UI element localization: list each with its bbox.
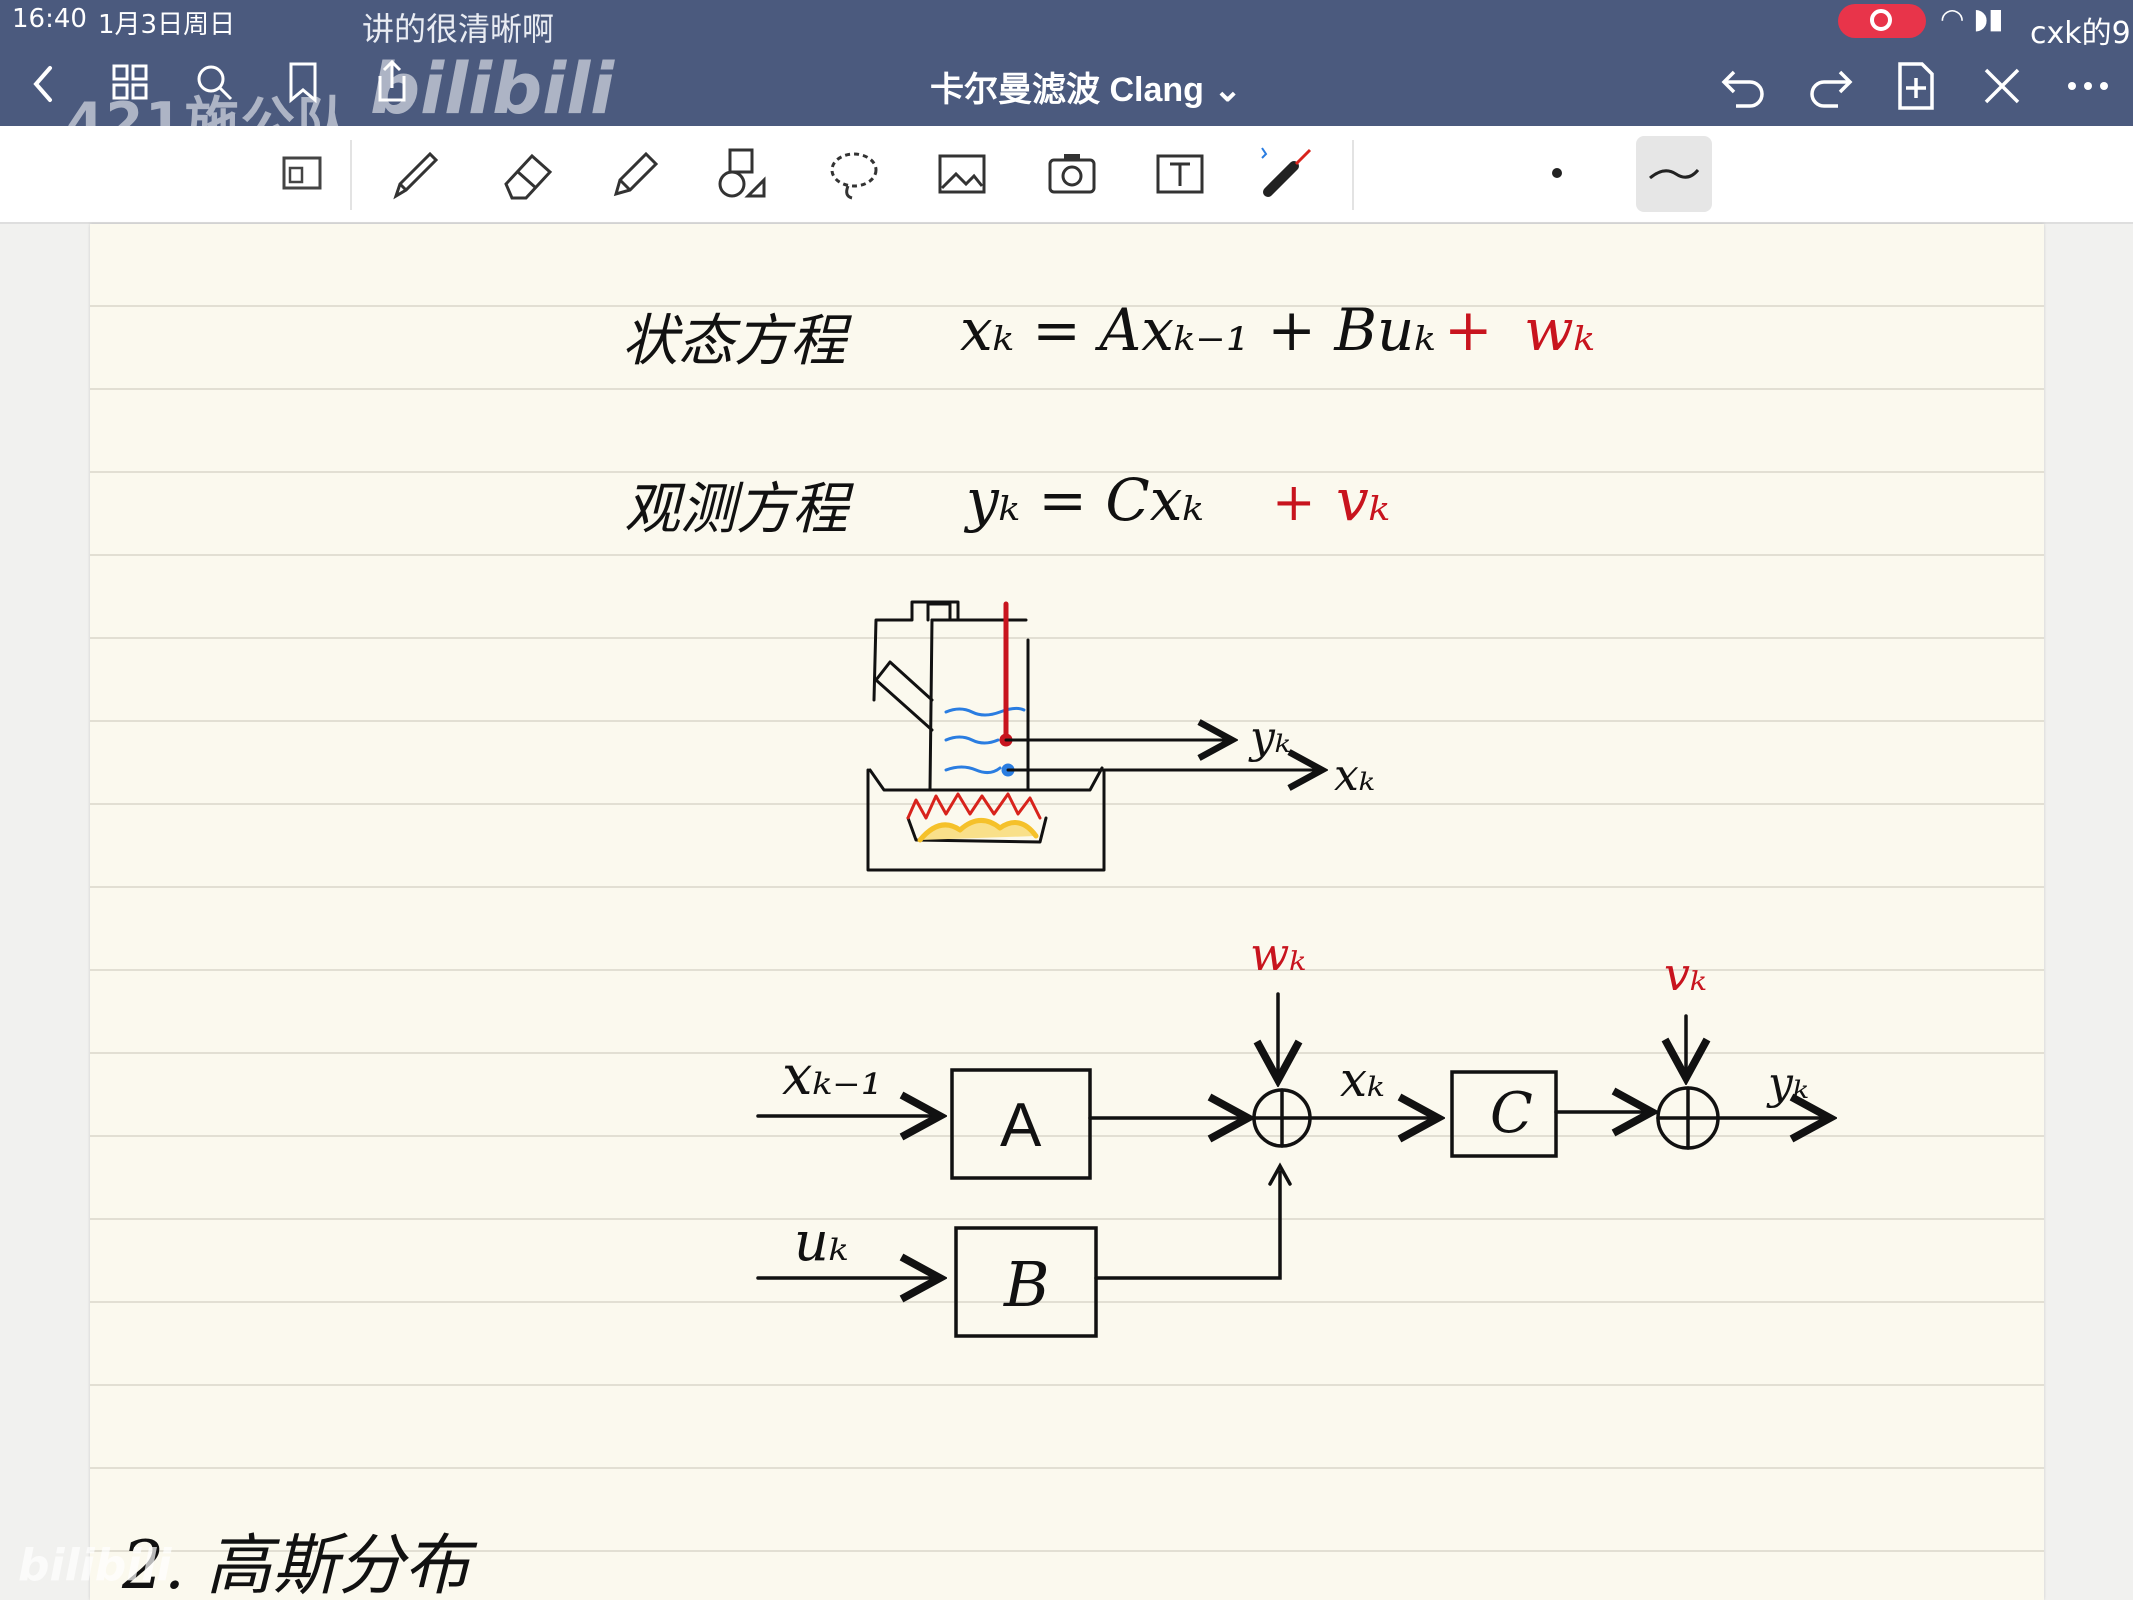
document-title[interactable]: 卡尔曼滤波 Clang ⌄ bbox=[930, 71, 1242, 109]
pen-icon[interactable] bbox=[386, 144, 446, 204]
shapes-icon[interactable] bbox=[714, 144, 774, 204]
camera-icon[interactable] bbox=[1042, 144, 1102, 204]
share-icon[interactable] bbox=[372, 58, 412, 111]
bilibili-watermark-bottom: bilibili bbox=[18, 1540, 172, 1591]
more-icon[interactable] bbox=[2062, 60, 2114, 112]
toolbar-divider bbox=[350, 140, 352, 210]
textbox-icon[interactable] bbox=[1150, 144, 1210, 204]
bilibili-logo: bilibili bbox=[370, 48, 615, 130]
wifi-icon: ◠ ◗▮ bbox=[1940, 2, 2004, 35]
grid-icon[interactable] bbox=[110, 62, 150, 109]
undo-icon[interactable] bbox=[1718, 60, 1770, 112]
back-icon[interactable] bbox=[28, 62, 58, 113]
screen-recording-icon bbox=[1838, 4, 1926, 38]
search-icon[interactable] bbox=[194, 62, 234, 109]
lasso-icon[interactable] bbox=[824, 144, 884, 204]
danmaku-comment: 讲的很清晰啊 bbox=[362, 10, 555, 48]
uploader-name: cxk的9 bbox=[2030, 16, 2131, 51]
close-icon[interactable] bbox=[1976, 60, 2028, 112]
status-date: 1月3日周日 bbox=[98, 10, 236, 40]
image-icon[interactable] bbox=[932, 144, 992, 204]
note-page[interactable] bbox=[90, 224, 2044, 1600]
top-bar: 16:40 1月3日周日 讲的很清晰啊 421施公队 bilibili ◠ ◗▮… bbox=[0, 0, 2133, 154]
stroke-size-dot[interactable] bbox=[1552, 168, 1562, 178]
page-layout-icon[interactable] bbox=[272, 144, 332, 204]
laser-pointer-icon[interactable] bbox=[1258, 144, 1318, 204]
highlighter-icon[interactable] bbox=[604, 144, 664, 204]
redo-icon[interactable] bbox=[1804, 60, 1856, 112]
toolbar-divider bbox=[1352, 140, 1354, 210]
eraser-icon[interactable] bbox=[498, 144, 558, 204]
stroke-style-button[interactable] bbox=[1636, 136, 1712, 212]
bookmark-icon[interactable] bbox=[286, 60, 320, 111]
add-page-icon[interactable] bbox=[1890, 60, 1942, 112]
tool-bar bbox=[0, 126, 2133, 224]
status-time: 16:40 bbox=[12, 4, 87, 34]
